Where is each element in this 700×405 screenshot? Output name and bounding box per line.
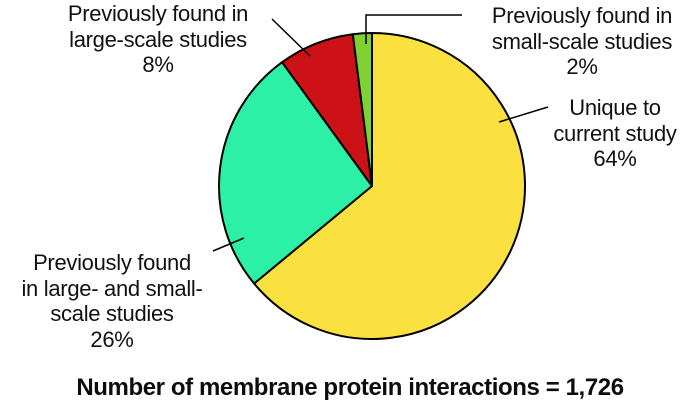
label-line: scale studies [50, 301, 174, 326]
leader-line-small-scale [365, 14, 462, 44]
label-line: small-scale studies [491, 28, 673, 54]
label-line: 64% [593, 146, 637, 171]
figure-caption: Number of membrane protein interactions … [76, 374, 624, 401]
label-unique-to-current-study: Unique to current study 64% [500, 95, 700, 172]
label-line: 8% [142, 52, 174, 77]
label-line: Previously found [33, 250, 191, 275]
label-line: Unique to [569, 95, 661, 120]
label-line: large-scale studies [69, 26, 247, 52]
label-line: in large- and small- [21, 275, 203, 301]
pie-slices [218, 32, 526, 340]
label-small-scale-studies: Previously found in small-scale studies … [464, 3, 700, 80]
label-line: 2% [566, 54, 598, 79]
pie-slice-3 [351, 32, 373, 187]
label-large-scale-studies: Previously found in large-scale studies … [40, 1, 276, 78]
leader-line-large-and-small [212, 237, 245, 252]
label-line: Previously found in [491, 3, 673, 28]
leader-line-large-scale [271, 18, 311, 57]
pie-slice-0 [253, 32, 526, 340]
label-line: Previously found in [67, 1, 249, 26]
label-line: current study [553, 120, 677, 146]
label-large-and-small-scale-studies: Previously found in large- and small- sc… [0, 250, 224, 352]
label-line: 26% [90, 326, 134, 352]
pie-slice-1 [218, 61, 373, 285]
leader-line-unique [498, 106, 549, 123]
